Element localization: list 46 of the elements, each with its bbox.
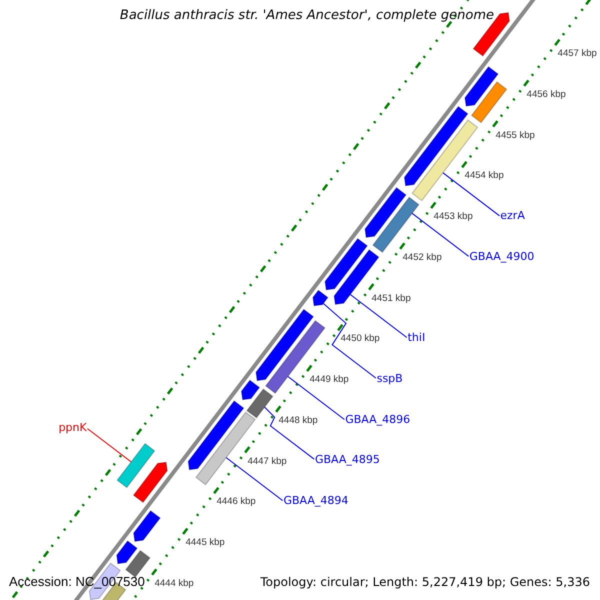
leader-line xyxy=(226,457,284,502)
gene-label: GBAA_4896 xyxy=(345,413,410,428)
leader-line xyxy=(350,294,408,338)
tick-label: 4444 kbp xyxy=(154,576,194,591)
gene-feature xyxy=(133,510,161,542)
tick-label: 4451 kbp xyxy=(372,292,411,306)
gene-bar xyxy=(372,196,420,253)
tick-label: 4456 kbp xyxy=(526,88,566,102)
tick-label: 4454 kbp xyxy=(464,169,504,184)
gene-bar xyxy=(125,550,151,578)
gene-feature xyxy=(116,540,138,564)
gene-bar xyxy=(116,442,156,488)
gene-feature xyxy=(188,400,244,470)
gene-feature xyxy=(364,186,407,238)
tick-label: 4448 kbp xyxy=(278,414,318,428)
leader-line xyxy=(322,303,376,379)
tick-label: 4449 kbp xyxy=(310,373,349,388)
gene-bar xyxy=(470,81,508,124)
gene-label: GBAA_4894 xyxy=(283,494,348,508)
gene-label: ppnK xyxy=(58,421,87,436)
diagram-title: Bacillus anthracis str. 'Ames Ancestor', complete genome xyxy=(120,9,494,23)
leader-line xyxy=(287,376,345,420)
gene-label: GBAA_4895 xyxy=(314,452,380,467)
gene-label: sspB xyxy=(376,372,403,386)
leader-line xyxy=(264,406,315,460)
gene-bar xyxy=(246,388,274,418)
gene-feature xyxy=(132,462,168,504)
tick-label: 4445 kbp xyxy=(186,536,225,550)
tick-label: 4446 kbp xyxy=(216,495,256,510)
tick-label: 4447 kbp xyxy=(248,454,287,469)
tick-label: 4455 kbp xyxy=(496,128,535,143)
gene-label: thiI xyxy=(408,331,426,346)
gene-feature xyxy=(324,238,368,290)
tick-label: 4450 kbp xyxy=(340,332,380,346)
leader-line xyxy=(442,172,500,216)
gene-feature xyxy=(312,290,329,306)
tick-label: 4457 kbp xyxy=(558,47,597,62)
leader-line xyxy=(412,212,470,257)
gene-label: ezrA xyxy=(500,209,525,224)
tick-label: 4453 kbp xyxy=(434,210,473,224)
summary-text: Topology: circular; Length: 5,227,419 bp; Genes: 5,336 xyxy=(260,575,590,589)
gene-feature xyxy=(240,380,260,400)
accession-text: Accession: NC_007530 xyxy=(9,575,145,589)
gene-label: GBAA_4900 xyxy=(469,250,534,264)
tick-label: 4452 kbp xyxy=(402,250,442,265)
gene-feature xyxy=(464,66,499,107)
